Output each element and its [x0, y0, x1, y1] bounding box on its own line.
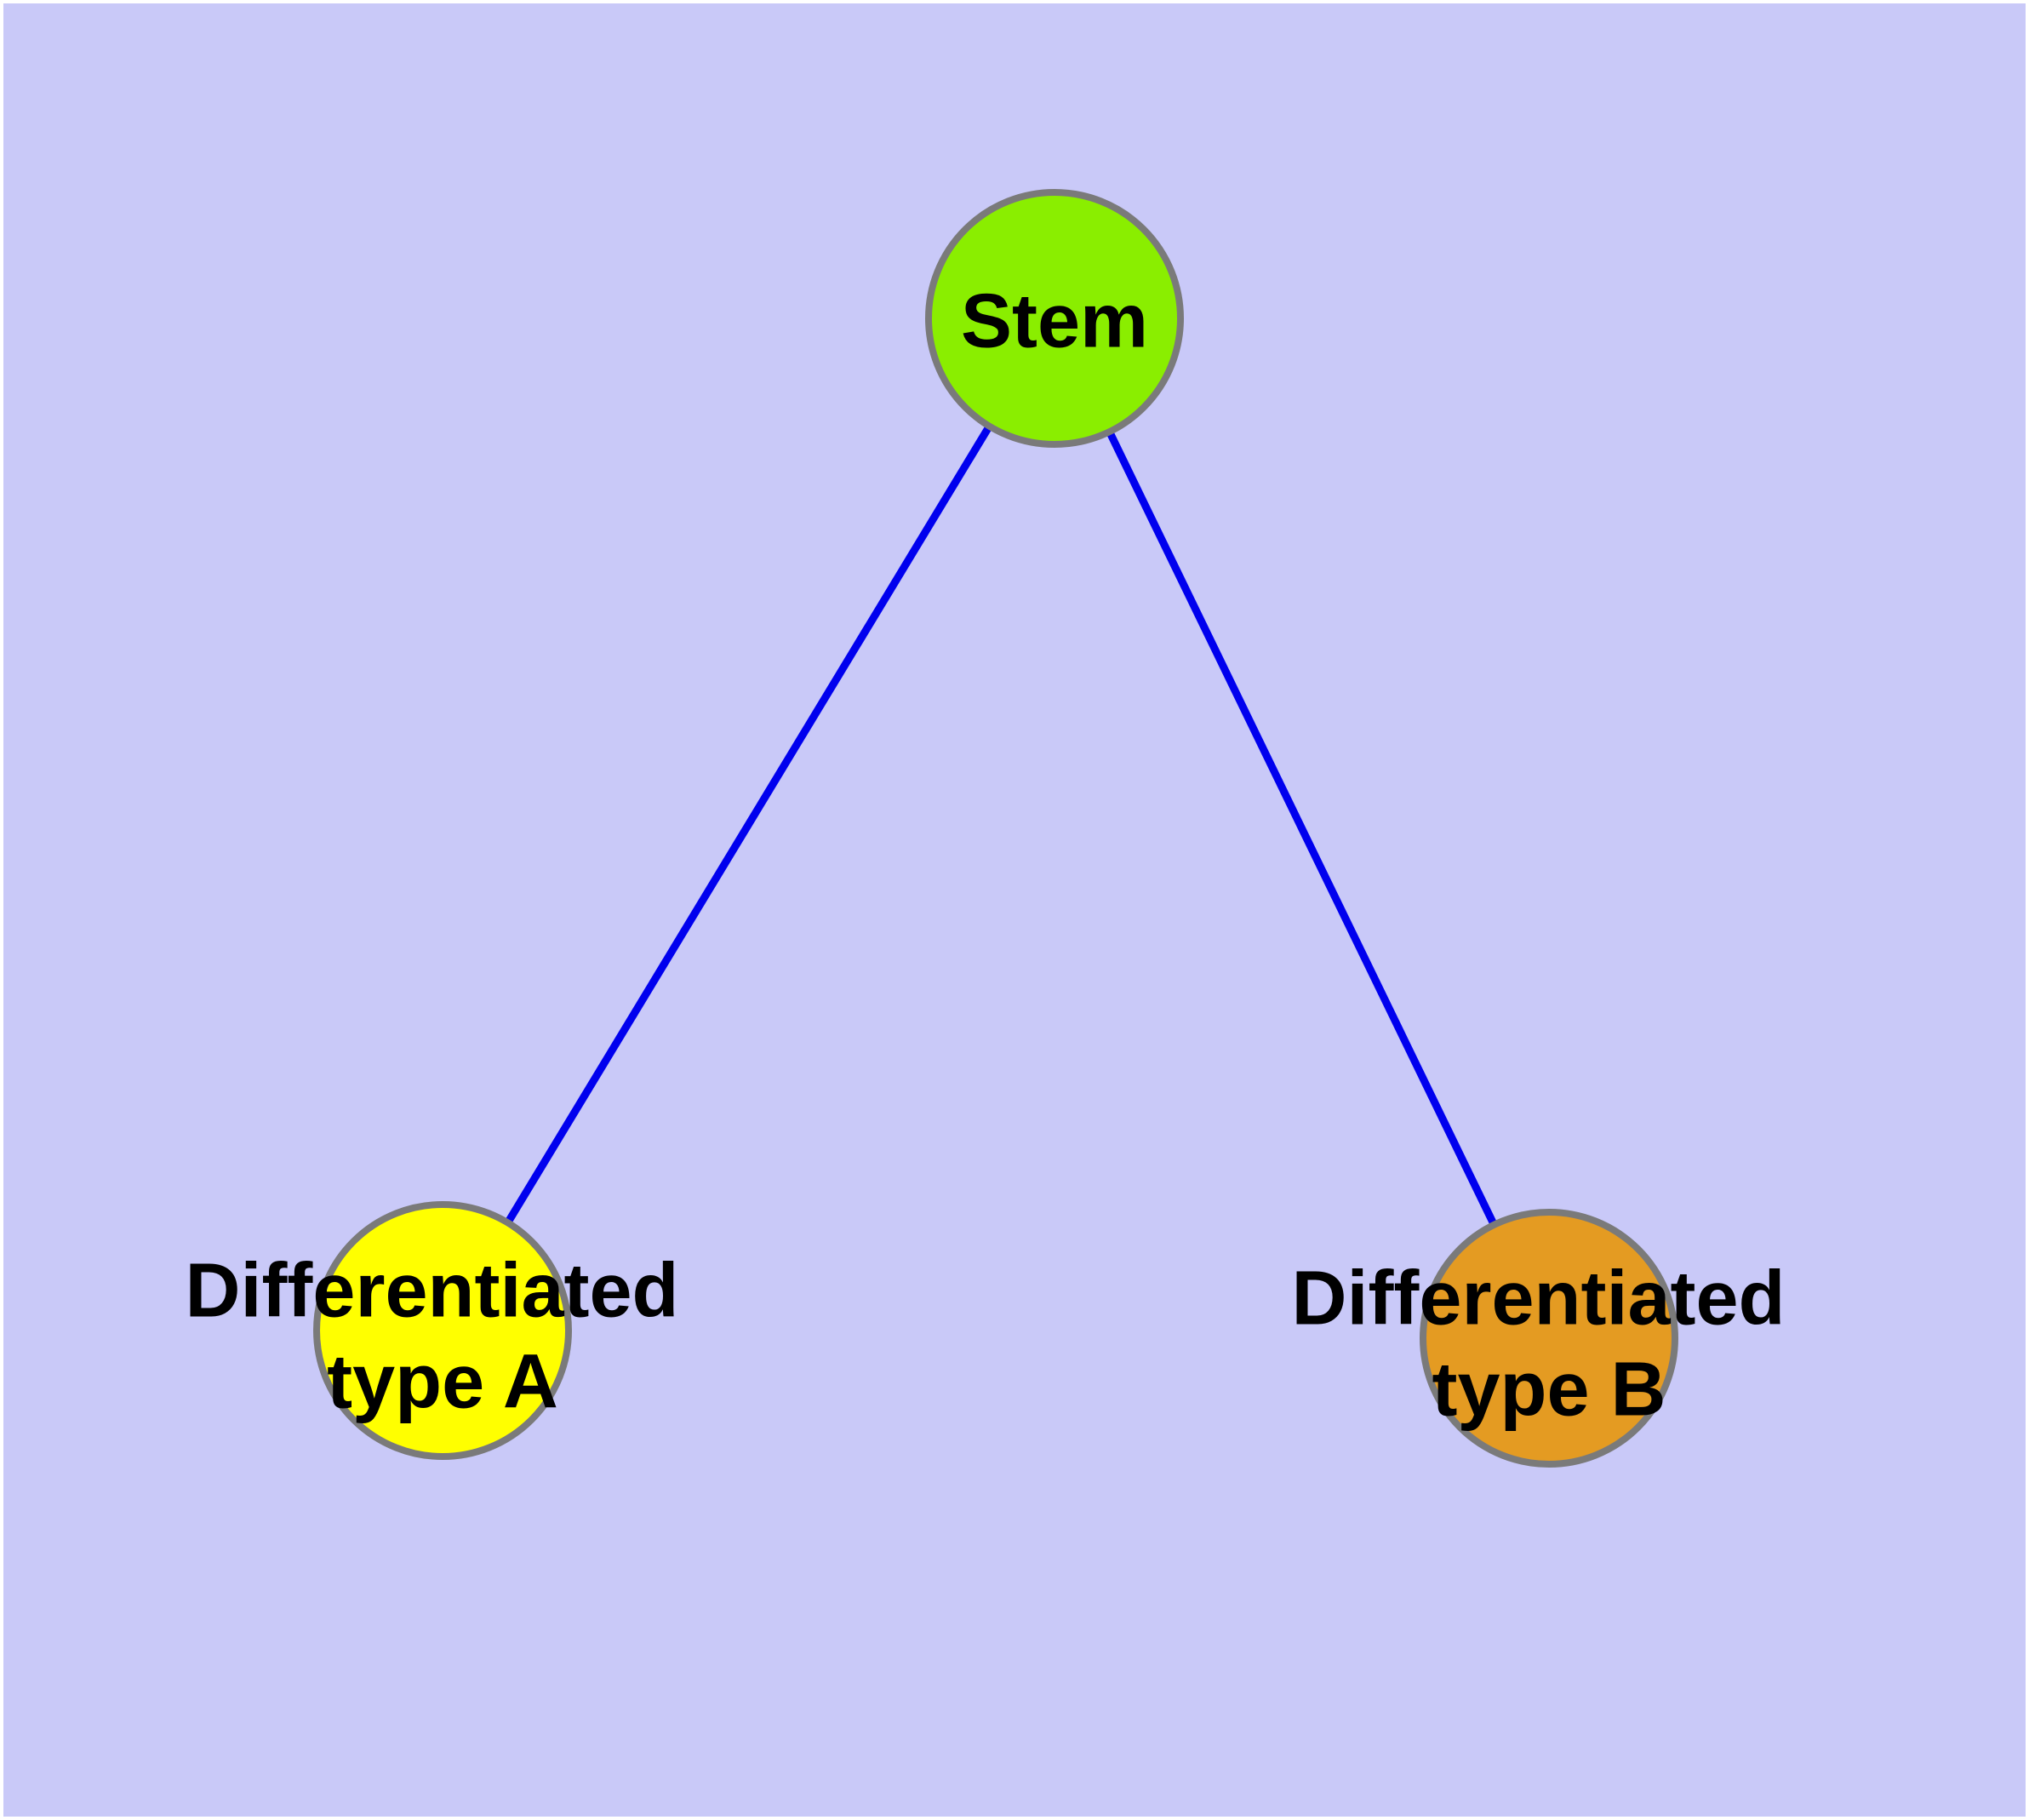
node-stem-circle [925, 189, 1184, 448]
node-type-b-label-line2: type B [1432, 1347, 1666, 1432]
node-type-a-label: Differentiated type A [185, 1248, 700, 1424]
node-type-b-circle [1420, 1209, 1678, 1468]
node-type-a-label-line1: Differentiated [185, 1248, 678, 1333]
edge-stem-to-type-a [439, 316, 1058, 1333]
node-stem-label: Stem [961, 278, 1148, 363]
node-type-b-label: Differentiated type B [1291, 1256, 1806, 1432]
node-type-a-circle [313, 1201, 572, 1460]
node-type-b-label-line1: Differentiated [1291, 1256, 1785, 1341]
edge-stem-to-type-b [1050, 317, 1553, 1340]
node-type-a-label-line2: type A [327, 1339, 558, 1424]
